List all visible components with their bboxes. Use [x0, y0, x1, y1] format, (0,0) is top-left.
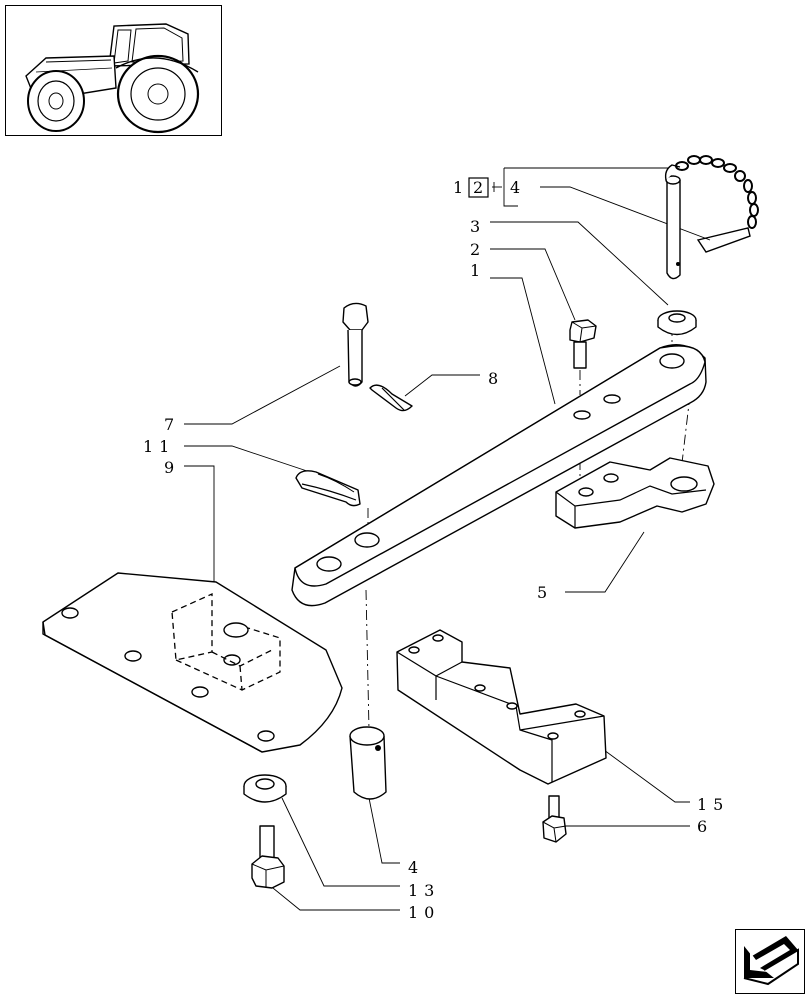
label-1-ref: 1 [453, 178, 469, 197]
label-15: 15 [697, 795, 729, 814]
washer-13 [243, 774, 287, 803]
leader-1-ref [518, 167, 673, 179]
bolt-10 [251, 825, 285, 889]
leader-8 [404, 374, 480, 397]
label-13: 13 [408, 881, 440, 900]
leader-7 [184, 365, 341, 425]
bracket-5 [555, 457, 715, 529]
label-5: 5 [537, 583, 553, 602]
leader-10 [267, 883, 400, 911]
label-2-boxed: 2 [473, 178, 489, 197]
plate-9 [42, 572, 343, 753]
next-page-button[interactable] [735, 929, 805, 994]
label-11: 11 [143, 437, 175, 456]
label-2: 2 [470, 240, 486, 259]
tractor-thumbnail-frame [5, 5, 222, 136]
label-3: 3 [470, 217, 486, 236]
bolt-6 [542, 795, 567, 843]
label-6: 6 [697, 817, 713, 836]
leader-13 [281, 797, 400, 887]
bolt-2 [569, 319, 597, 369]
pin-4-bottom [349, 726, 387, 800]
label-4-bottom: 4 [408, 858, 424, 877]
leader-15 [603, 749, 690, 803]
label-2-box [468, 177, 489, 198]
drawbar-1 [291, 344, 707, 607]
label-1: 1 [470, 261, 486, 280]
leader-5 [565, 531, 645, 593]
support-15 [396, 629, 607, 785]
pin-7 [342, 302, 369, 387]
leader-2 [490, 248, 576, 321]
clip-8 [369, 384, 413, 412]
leader-11 [184, 445, 311, 473]
leader-4-bottom [368, 797, 400, 864]
label-9: 9 [164, 458, 180, 477]
leader-9 [184, 465, 215, 595]
clip-11 [295, 470, 361, 507]
chain-pin [664, 155, 759, 280]
leader-4-top [540, 186, 711, 241]
tractor-icon [25, 23, 200, 134]
label-8: 8 [488, 369, 504, 388]
label-7: 7 [164, 415, 180, 434]
label-4-top: 4 [510, 178, 526, 197]
washer-3 [657, 310, 697, 336]
label-10: 10 [408, 903, 440, 922]
leader-1 [490, 277, 556, 405]
arrow-next-page-icon [743, 936, 799, 986]
leader-3 [490, 221, 669, 306]
